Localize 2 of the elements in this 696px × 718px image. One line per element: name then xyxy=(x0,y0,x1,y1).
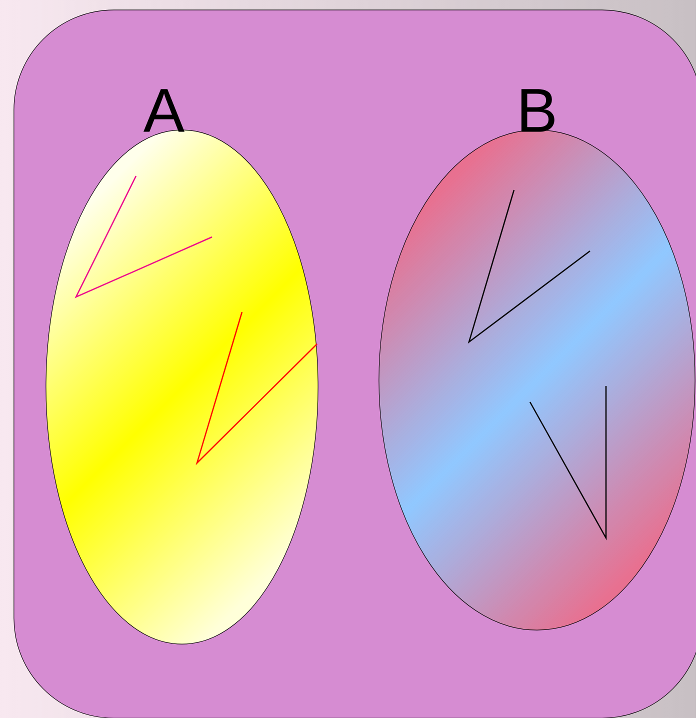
set-label: B xyxy=(521,89,554,132)
set-label: A xyxy=(143,89,184,132)
